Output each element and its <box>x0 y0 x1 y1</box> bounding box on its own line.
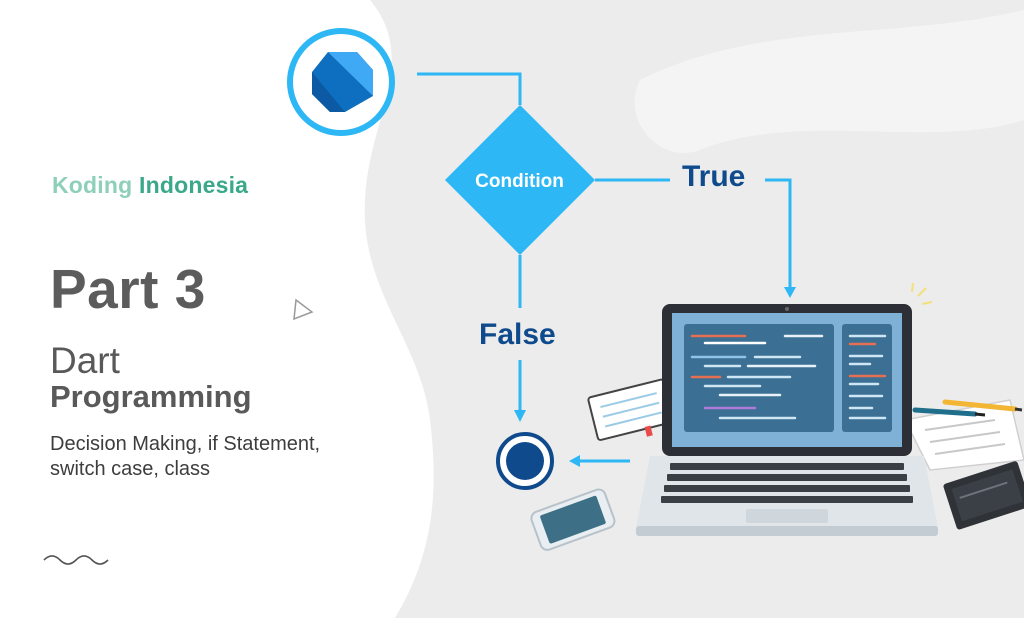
screen-glow <box>911 282 933 305</box>
keyboard <box>661 463 913 503</box>
squiggle-decoration-icon <box>43 555 109 565</box>
dark-notebook-icon <box>943 461 1024 530</box>
brand-name-part2: Indonesia <box>139 172 249 198</box>
description-line-2: switch case, class <box>50 458 211 480</box>
notebook-icon <box>587 378 675 441</box>
end-node-icon <box>496 432 554 490</box>
language-title: Dart <box>50 340 120 381</box>
true-to-laptop-line <box>765 178 792 290</box>
condition-diamond <box>445 105 595 255</box>
pencil-icon <box>942 399 1023 412</box>
end-arrowhead <box>569 455 580 467</box>
paper-sheet-icon <box>903 399 1024 471</box>
condition-label: Condition <box>475 171 564 192</box>
laptop-icon <box>636 282 938 536</box>
flow-lines <box>417 72 792 463</box>
false-arrowhead <box>514 410 526 422</box>
description-line-1: Decision Making, if Statement, <box>50 433 321 455</box>
pen-icon <box>912 407 986 417</box>
code-lines <box>690 334 887 420</box>
part-title: Part 3 <box>50 258 206 320</box>
dart-logo-icon <box>287 28 395 136</box>
false-label: False <box>479 318 556 351</box>
brand-logo: Koding Indonesia <box>52 172 248 199</box>
true-label: True <box>682 160 746 193</box>
brand-name-part1: Koding <box>52 172 133 198</box>
smartphone-icon <box>530 488 616 551</box>
true-arrowhead <box>784 287 796 298</box>
start-connector <box>417 72 522 105</box>
background-blob-highlight <box>634 10 1024 153</box>
subject-title: Programming <box>50 379 252 414</box>
triangle-outline-icon <box>293 298 314 321</box>
